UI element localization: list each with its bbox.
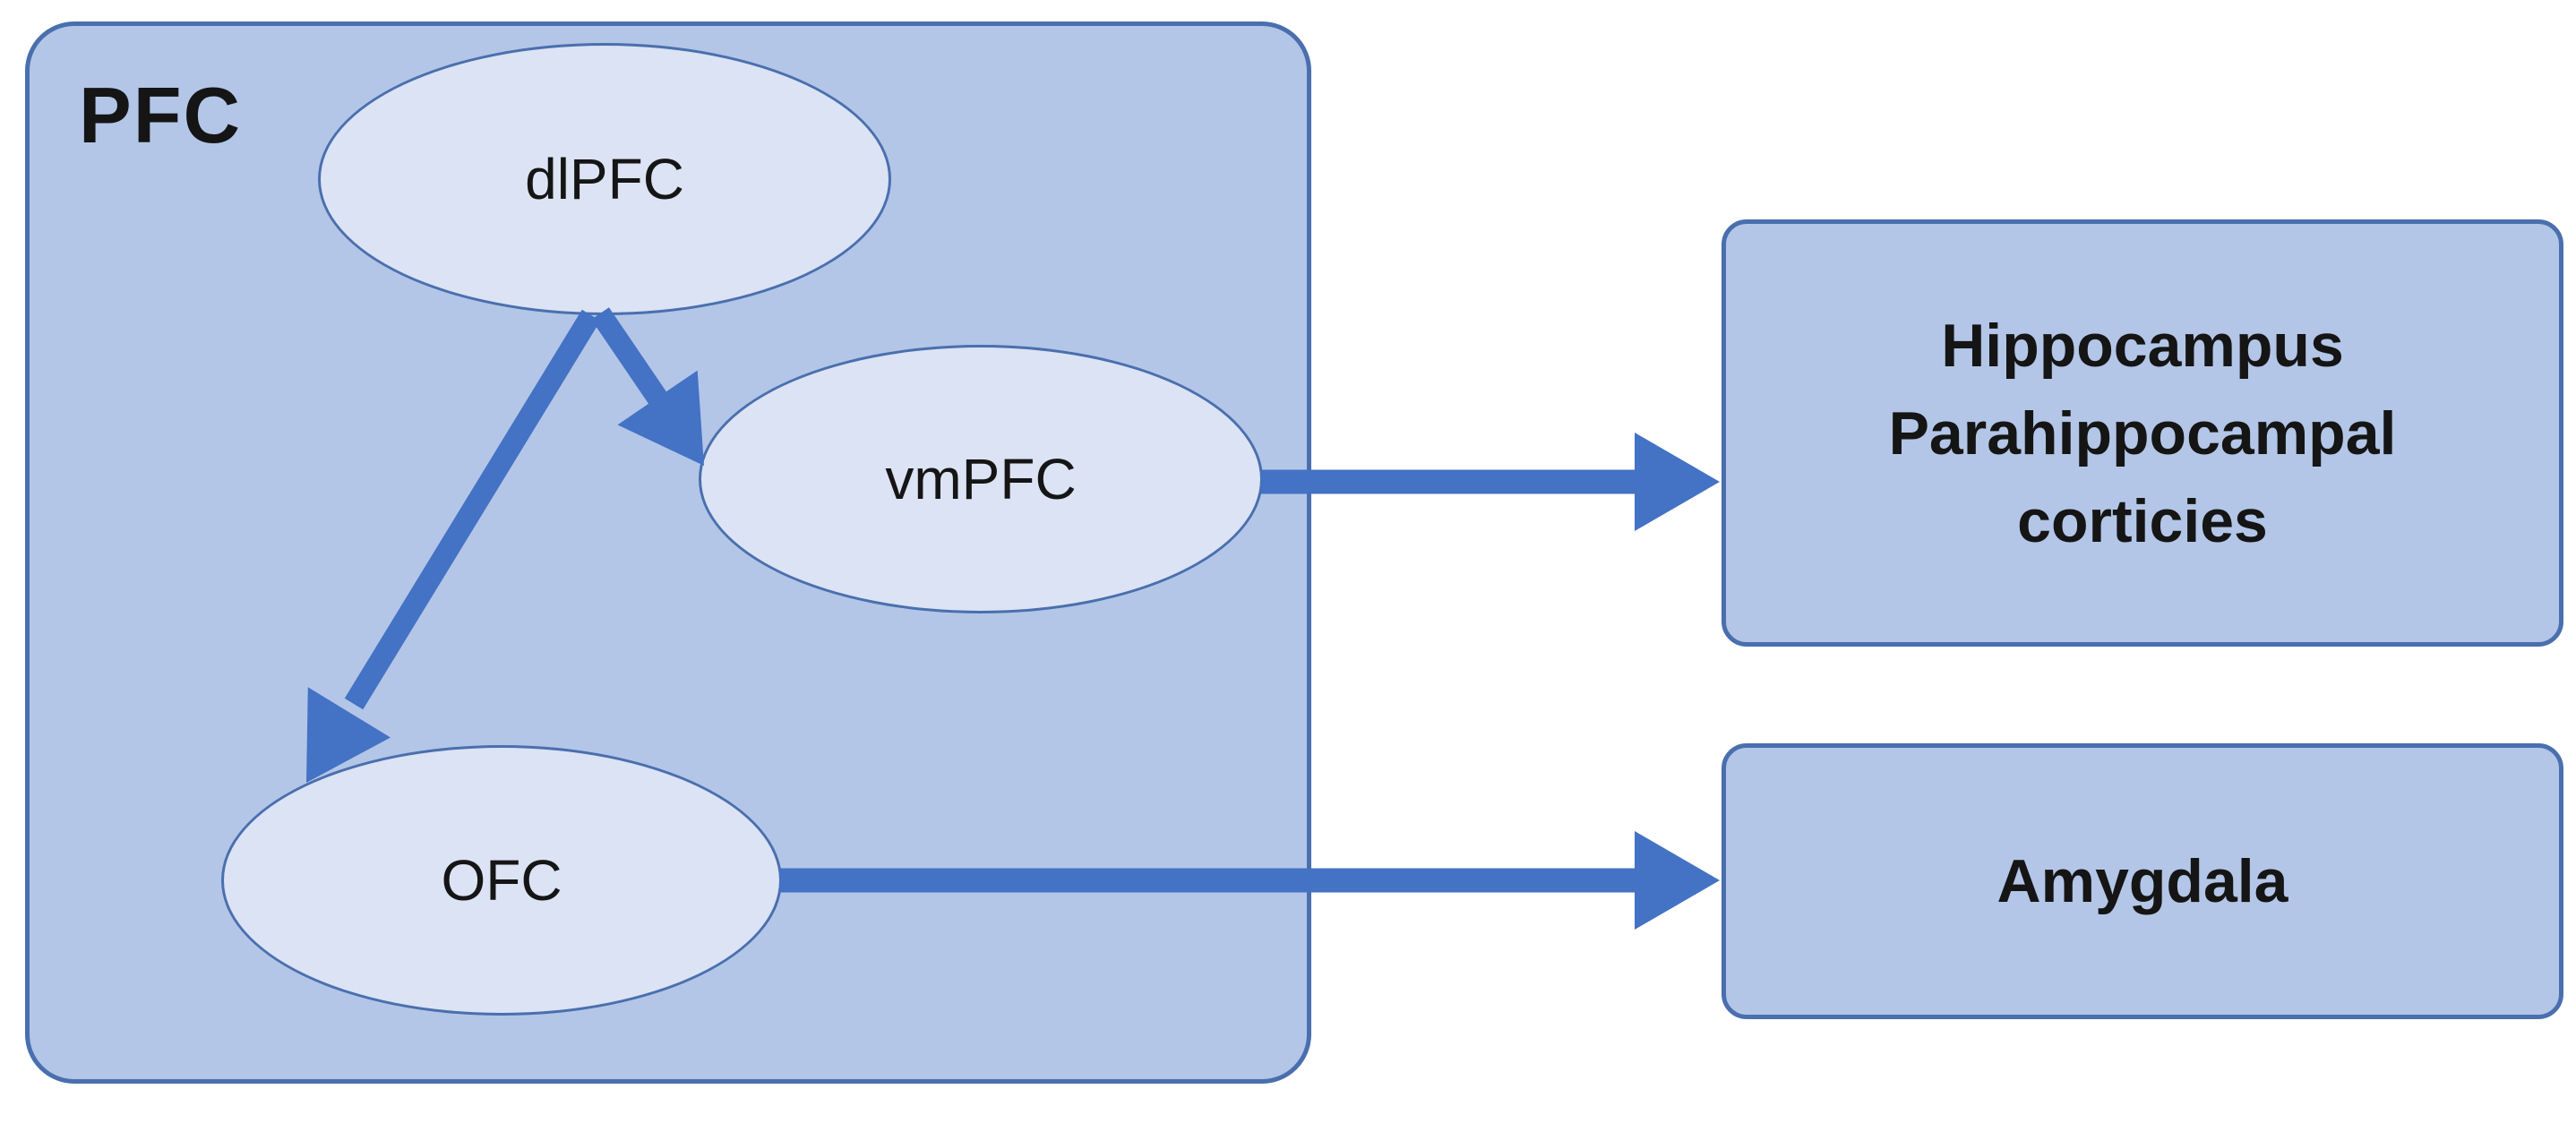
- node-vmpfc-label: vmPFC: [885, 447, 1077, 511]
- arrow-vmpfc-to-hippocampus-icon: [1261, 433, 1720, 531]
- amygdala-label: Amygdala: [1996, 847, 2288, 915]
- box-hippocampus-parahippocampal: Hippocampus Parahippocampal corticies: [1722, 219, 2563, 647]
- hippocampus-label-line-2: Parahippocampal: [1888, 399, 2397, 467]
- hippocampus-label-line-1: Hippocampus: [1941, 311, 2344, 380]
- node-dlpfc: dlPFC: [318, 43, 891, 315]
- node-ofc: OFC: [221, 745, 782, 1016]
- node-dlpfc-label: dlPFC: [525, 147, 684, 211]
- node-vmpfc: vmPFC: [699, 345, 1263, 613]
- hippocampus-label-line-3: corticies: [2017, 486, 2268, 555]
- node-ofc-label: OFC: [441, 848, 562, 913]
- box-amygdala: Amygdala: [1722, 743, 2563, 1019]
- pfc-container-label: PFC: [79, 71, 242, 159]
